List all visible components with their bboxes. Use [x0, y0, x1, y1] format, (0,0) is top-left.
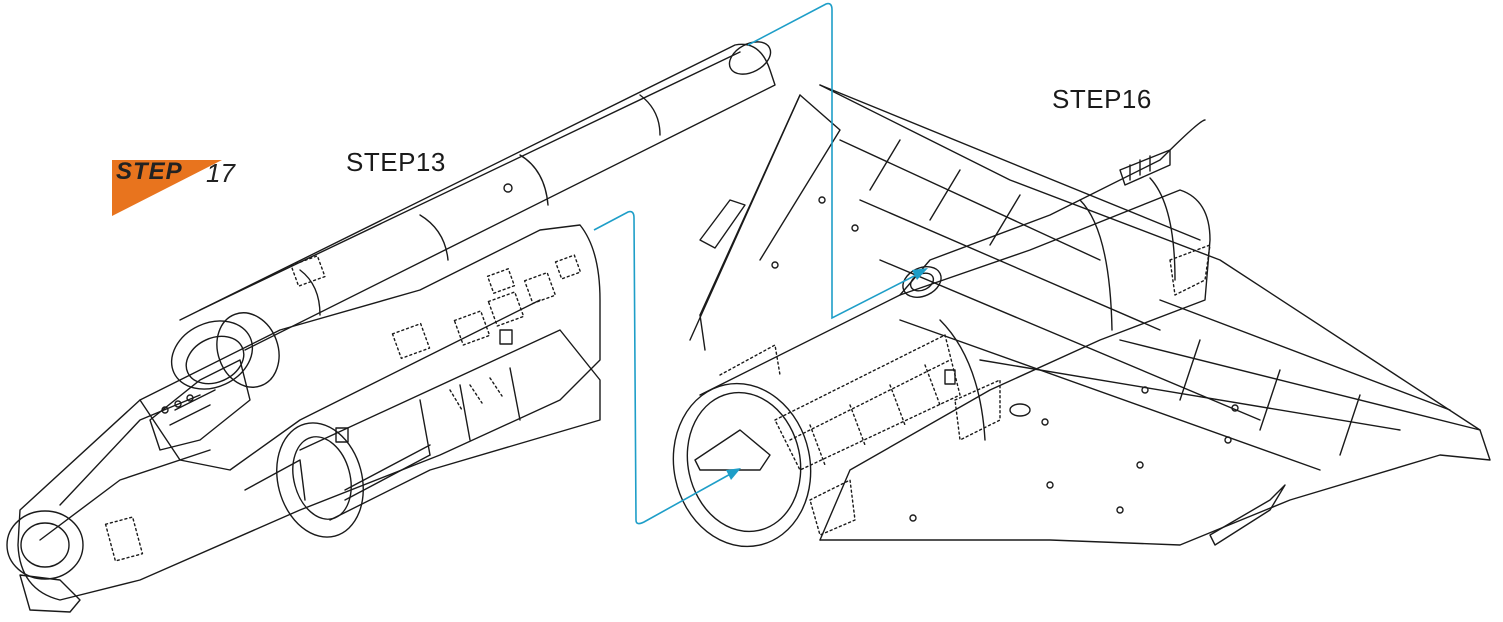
step-badge: STEP 17	[112, 156, 252, 216]
step-badge-word: STEP	[116, 158, 183, 185]
arrowhead-upper	[912, 268, 928, 280]
step-badge-triangle	[112, 160, 222, 216]
label-step13: STEP13	[346, 147, 446, 177]
forward-fuselage	[6, 41, 776, 613]
wing-rear-fuselage	[672, 84, 1491, 548]
assembly-arrows	[593, 2, 923, 525]
label-step16: STEP16	[1052, 84, 1152, 114]
arrow-upper	[747, 2, 923, 320]
arrowhead-lower	[726, 468, 741, 480]
arrow-lower	[593, 210, 735, 525]
step-badge-number: 17	[206, 158, 235, 188]
